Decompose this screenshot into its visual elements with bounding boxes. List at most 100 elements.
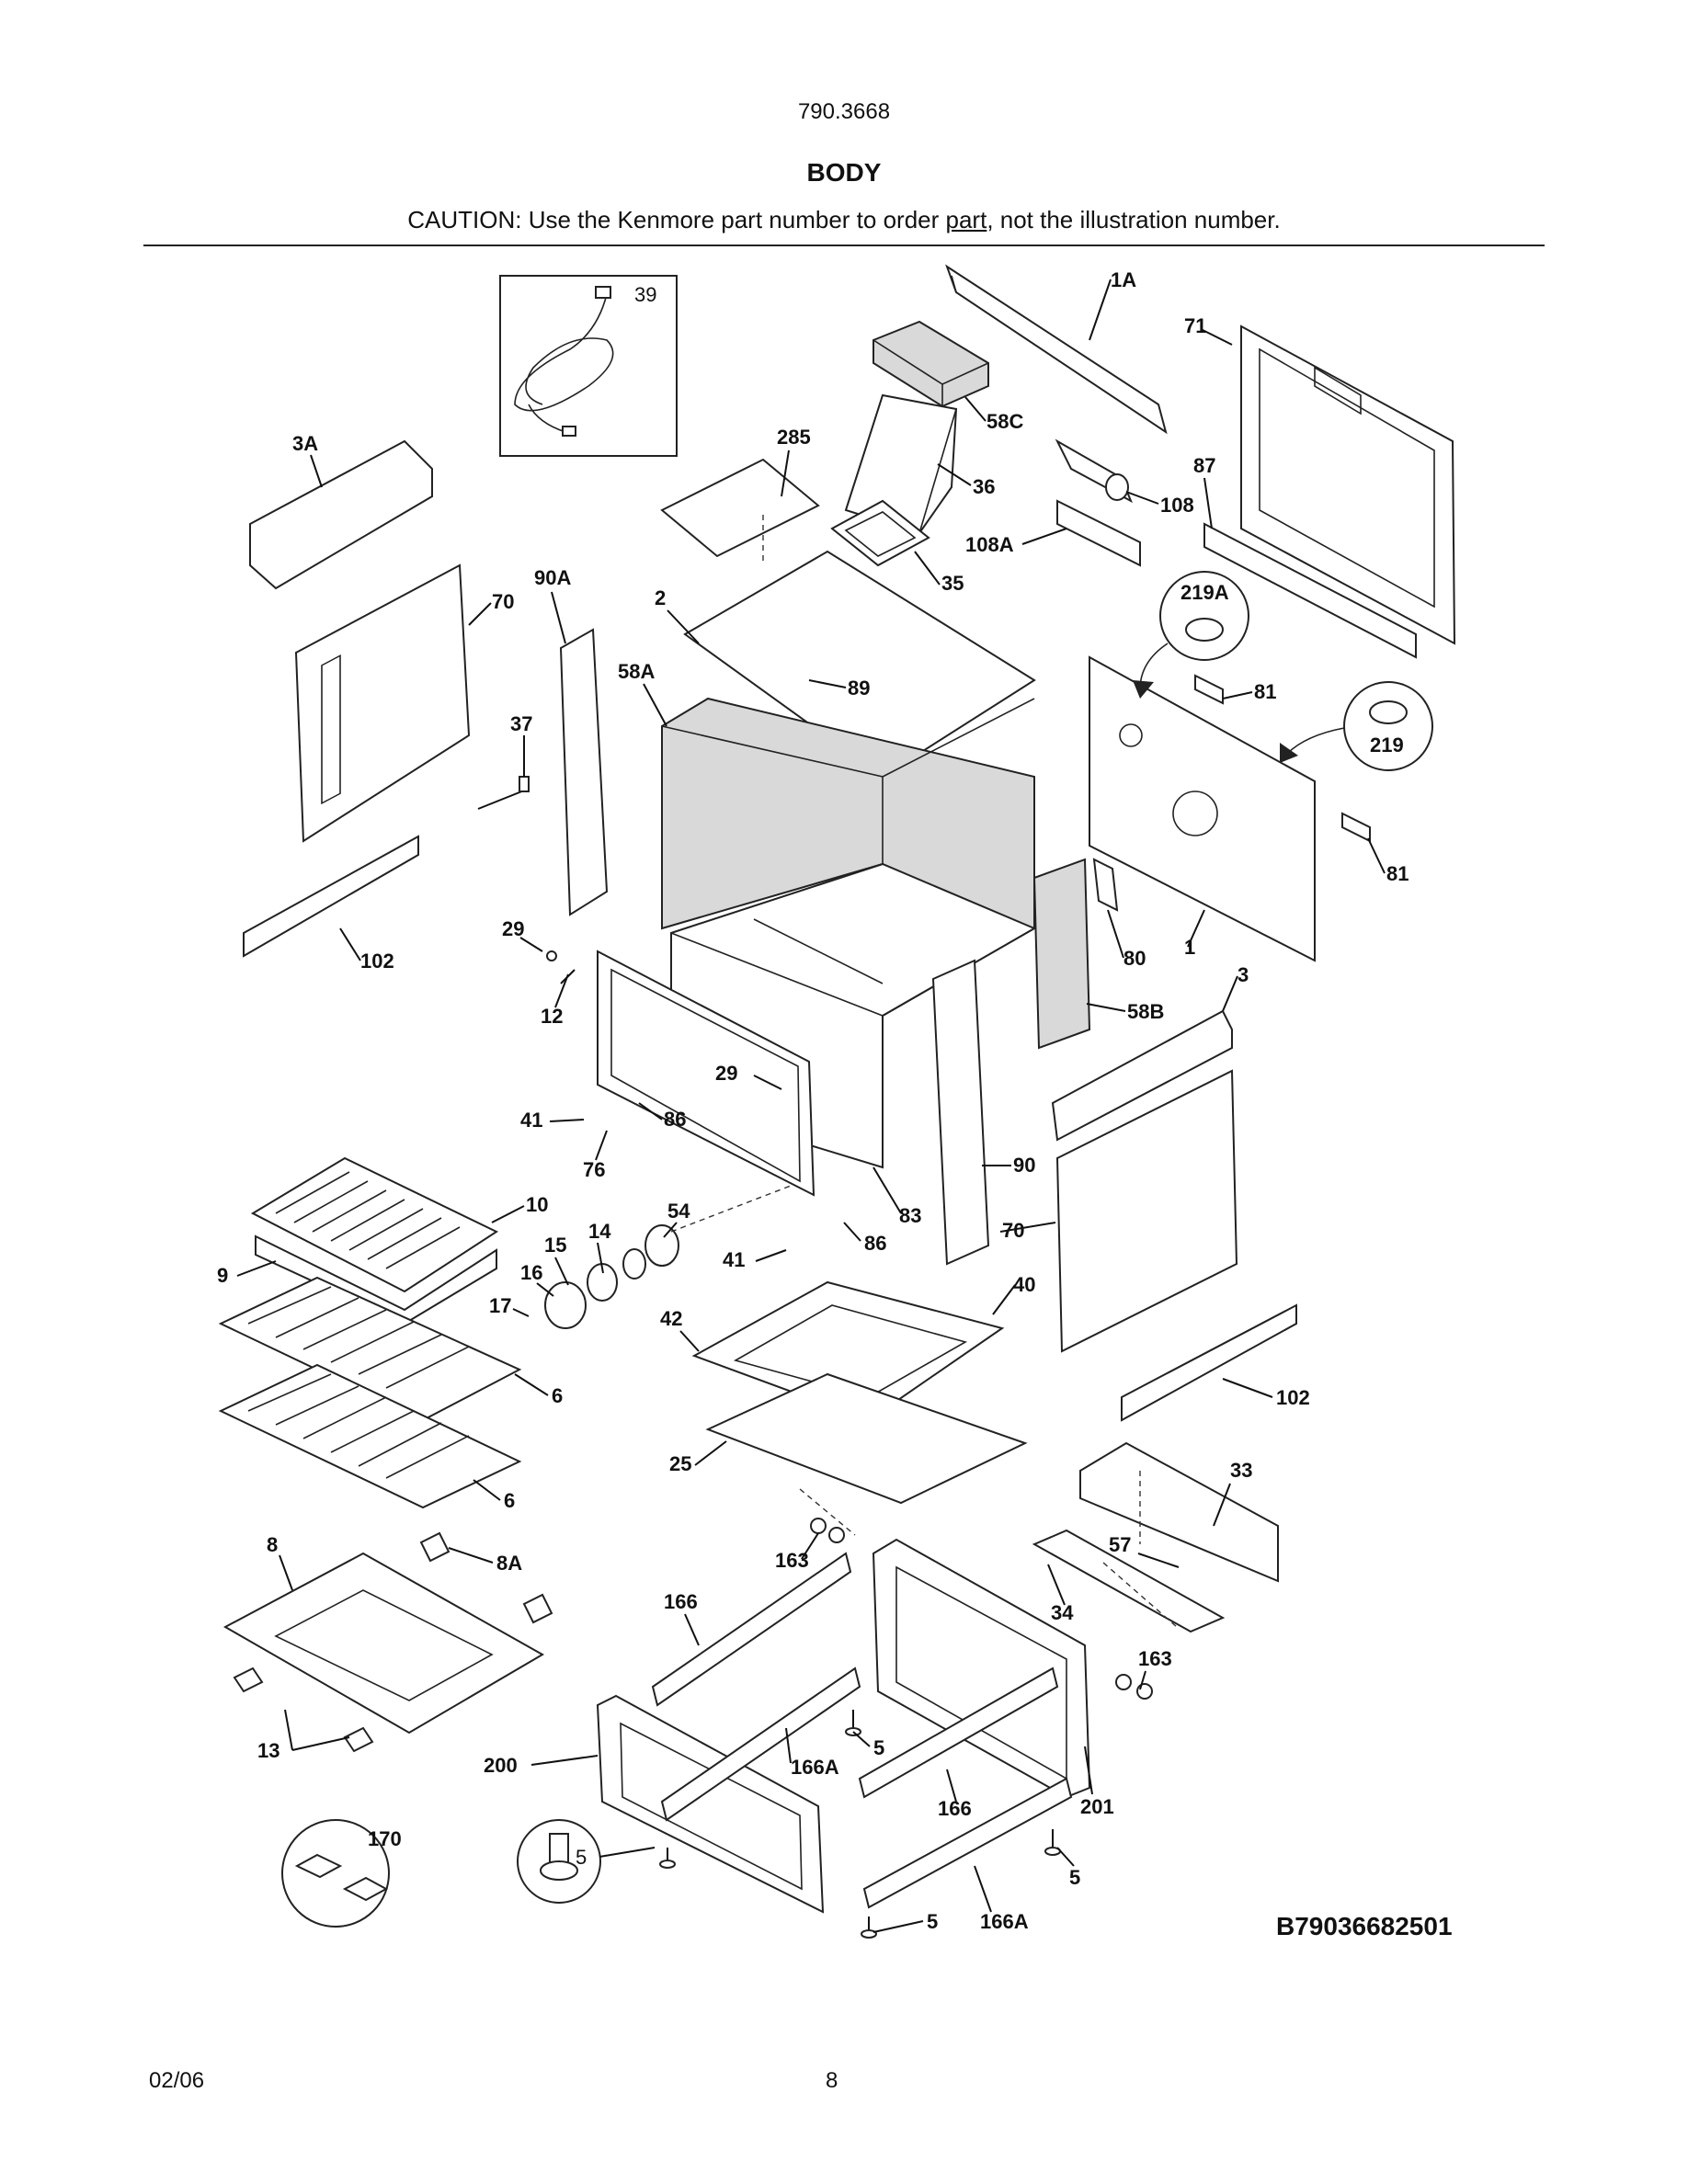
- part-sensor-37: [477, 776, 530, 810]
- label-200: 200: [484, 1754, 518, 1777]
- label-102-left: 102: [360, 950, 394, 973]
- assembly-lines: [670, 515, 1178, 1628]
- label-3: 3: [1237, 963, 1249, 986]
- part-drip-tray: [705, 1372, 1028, 1505]
- label-25: 25: [669, 1452, 691, 1475]
- part-pin-12: [546, 950, 576, 984]
- inset-power-cord: [499, 275, 678, 457]
- part-front-trim-3: [1051, 1009, 1233, 1142]
- label-2: 2: [655, 586, 666, 609]
- caution-link: part: [945, 206, 987, 233]
- part-side-panel-right: [1055, 1069, 1238, 1353]
- label-10: 10: [526, 1193, 548, 1216]
- inset-thermostat-219: [1280, 681, 1433, 771]
- label-170: 170: [368, 1827, 402, 1850]
- label-80: 80: [1123, 947, 1146, 970]
- inset-leveling-leg-5: [517, 1819, 656, 1904]
- label-5-right: 5: [1069, 1866, 1080, 1889]
- part-drawer-pan: [222, 1552, 545, 1735]
- page-title: BODY: [806, 158, 882, 187]
- footer-date: 02/06: [149, 2068, 205, 2093]
- leader-lines: [236, 279, 1386, 1933]
- model-number: 790.3668: [797, 99, 891, 124]
- label-5-upper: 5: [873, 1736, 884, 1759]
- label-86-lower: 86: [864, 1232, 886, 1255]
- label-57: 57: [1109, 1533, 1131, 1556]
- label-163-lower: 163: [1138, 1647, 1172, 1670]
- label-37: 37: [510, 712, 532, 735]
- label-3A: 3A: [292, 432, 318, 455]
- part-top-rail: [945, 264, 1168, 435]
- label-90A: 90A: [534, 566, 571, 589]
- part-gasket-35: [830, 499, 930, 567]
- caution-suffix: , not the illustration number.: [987, 206, 1281, 233]
- part-kick-panel-33: [1079, 1441, 1279, 1583]
- label-6-lower: 6: [504, 1489, 515, 1512]
- part-slide-166A-lower: [862, 1777, 1073, 1909]
- label-16: 16: [520, 1261, 542, 1284]
- label-14: 14: [588, 1220, 611, 1243]
- label-71: 71: [1184, 314, 1206, 337]
- label-5-inset: 5: [576, 1846, 587, 1869]
- label-76: 76: [583, 1158, 605, 1181]
- part-trim-102-left: [243, 835, 419, 958]
- label-81-top: 81: [1254, 680, 1276, 703]
- inset-thermostat-219A: [1133, 571, 1249, 699]
- diagram-code: B79036682501: [1276, 1912, 1453, 1940]
- part-bracket-81-top: [1194, 674, 1224, 705]
- label-83: 83: [899, 1204, 921, 1227]
- part-channel-90: [931, 959, 990, 1266]
- label-166A-upper: 166A: [791, 1756, 839, 1779]
- caution-prefix: CAUTION: Use the Kenmore part number to …: [407, 206, 946, 233]
- label-70-left: 70: [492, 590, 514, 613]
- part-slide-166-upper: [651, 1552, 852, 1707]
- label-1A: 1A: [1111, 268, 1136, 291]
- label-33: 33: [1230, 1459, 1252, 1482]
- label-39: 39: [634, 283, 656, 306]
- label-89: 89: [848, 677, 870, 700]
- label-108A: 108A: [965, 533, 1014, 556]
- label-42: 42: [660, 1307, 682, 1330]
- part-bracket-34: [1032, 1529, 1226, 1633]
- part-leg-5a: [845, 1710, 861, 1736]
- header-rule: [143, 245, 1545, 246]
- label-219A: 219A: [1180, 581, 1229, 604]
- part-broil-grid: [250, 1156, 499, 1293]
- part-bracket-87: [1203, 522, 1417, 659]
- part-side-trim-3A: [249, 439, 433, 590]
- label-201: 201: [1080, 1795, 1114, 1818]
- part-bracket-80: [1092, 858, 1119, 912]
- part-vent-duct: [844, 393, 958, 535]
- label-86-upper: 86: [664, 1108, 686, 1131]
- label-166-upper: 166: [664, 1590, 698, 1613]
- label-36: 36: [973, 475, 995, 498]
- part-door-frame-76: [597, 950, 815, 1197]
- label-34: 34: [1051, 1601, 1074, 1624]
- label-29-lower: 29: [715, 1062, 737, 1085]
- label-166A-lower: 166A: [980, 1910, 1029, 1933]
- part-insulation-block: [873, 320, 989, 408]
- part-clip-8A: [419, 1531, 553, 1624]
- part-bumper-163-upper: [810, 1518, 845, 1543]
- label-108: 108: [1160, 494, 1194, 517]
- label-12: 12: [541, 1005, 563, 1028]
- label-13: 13: [257, 1739, 279, 1762]
- label-163-upper: 163: [775, 1549, 809, 1572]
- part-side-panel-left: [294, 563, 471, 843]
- part-bracket-81-bottom: [1341, 812, 1371, 843]
- footer-page-number: 8: [826, 2068, 838, 2093]
- part-broil-pan: [255, 1234, 497, 1325]
- callout-labels: 1A 71 39 58C 285 36 108 108A 87 3A 35 21…: [217, 268, 1453, 1940]
- label-6-upper: 6: [552, 1384, 563, 1407]
- part-channel-90A: [559, 628, 609, 916]
- part-motor-108: [1055, 438, 1133, 504]
- part-slide-166-lower: [858, 1666, 1059, 1799]
- part-slide-166A-upper: [660, 1666, 861, 1822]
- label-285: 285: [777, 426, 811, 449]
- part-clip-13: [233, 1666, 374, 1753]
- label-41-lower: 41: [723, 1248, 745, 1271]
- label-90: 90: [1013, 1154, 1035, 1177]
- label-81-bottom: 81: [1386, 862, 1409, 885]
- part-leg-5d: [861, 1917, 877, 1939]
- label-9: 9: [217, 1264, 228, 1287]
